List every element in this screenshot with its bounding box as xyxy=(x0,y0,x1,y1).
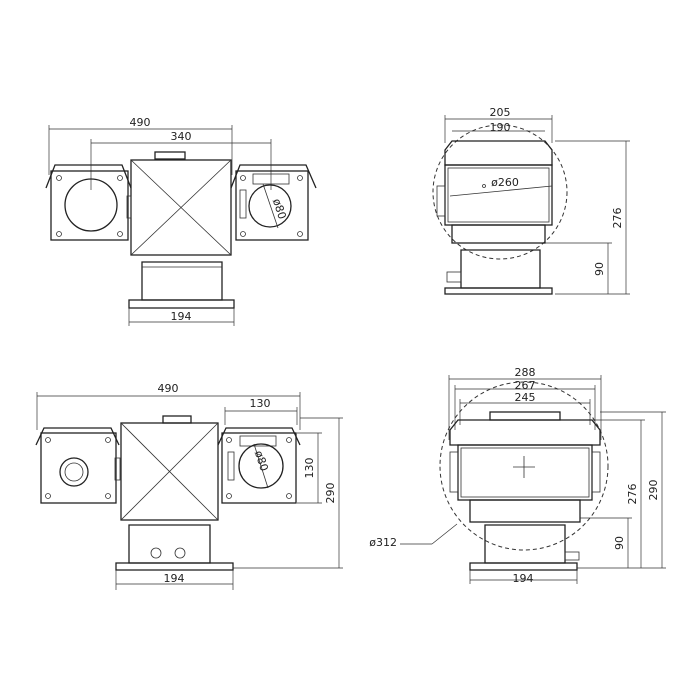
side-base-plate-bottom xyxy=(469,562,578,571)
dim-label-ø80-top: ø80 xyxy=(270,197,289,221)
dim-label-190: 190 xyxy=(490,121,511,134)
pedestal xyxy=(141,261,223,301)
dim-inner-width-190: 190 xyxy=(452,121,545,134)
ir-illuminator xyxy=(59,457,89,487)
dim-height-276-bottom: 276 xyxy=(577,419,666,569)
base-plate-bottom xyxy=(115,562,234,571)
dim-label-290-left: 290 xyxy=(324,483,337,504)
dim-label-90-bottom: 90 xyxy=(613,536,626,550)
view-side-top-right: 205 190 ø260 276 90 xyxy=(432,106,630,295)
dim-label-90-top: 90 xyxy=(593,262,606,276)
dim-base-height-90: 90 xyxy=(545,242,612,294)
leader-ø312: ø312 xyxy=(369,523,458,549)
dim-base-width: 194 xyxy=(128,308,235,326)
dim-top-width-205: 205 xyxy=(444,106,553,143)
dim-label-ø312: ø312 xyxy=(369,536,397,549)
base-plate xyxy=(128,299,235,309)
dim-box-height-130: 130 xyxy=(297,432,322,504)
dim-label-130-top: 130 xyxy=(250,397,271,410)
dim-label-245: 245 xyxy=(515,391,536,404)
dim-total-height-290: 290 xyxy=(233,417,343,569)
left-camera-box-bottom xyxy=(35,427,121,504)
center-housing-bottom xyxy=(120,422,219,521)
dim-base-height-90-bottom: 90 xyxy=(580,517,632,568)
left-lens-window xyxy=(64,178,118,232)
right-camera-box-bottom: ø80 xyxy=(217,427,301,504)
dim-label-205: 205 xyxy=(490,106,511,119)
sweep-circle-ø312 xyxy=(439,381,609,551)
housing-top-cap xyxy=(489,411,561,421)
pedestal-bottom xyxy=(128,524,211,564)
dim-label-194-top: 194 xyxy=(171,310,192,323)
housing-top-bottom xyxy=(449,419,601,446)
dim-height-290-bottom: 290 xyxy=(600,411,666,568)
top-handle xyxy=(154,151,186,160)
housing-top xyxy=(444,140,553,166)
dim-base-width-bottom: 194 xyxy=(115,570,234,590)
dim-total-height-276: 276 xyxy=(555,140,630,295)
view-front-bottom-left: 490 130 xyxy=(35,382,343,590)
dim-label-288: 288 xyxy=(515,366,536,379)
side-pedestal xyxy=(460,249,541,289)
left-camera-box xyxy=(45,164,132,241)
right-lens-window xyxy=(248,184,292,228)
dim-overall-width-bottom: 490 xyxy=(36,382,301,430)
dim-base-width-bottom-right: 194 xyxy=(469,570,578,585)
right-camera-box: ø80 xyxy=(230,164,317,241)
dim-label-276-top: 276 xyxy=(611,208,624,229)
dim-label-ø260: ø260 xyxy=(491,176,519,189)
side-pedestal-bottom xyxy=(484,524,566,564)
dim-box-width-130: 130 xyxy=(224,397,298,425)
dim-middle-width-267: 267 xyxy=(454,379,596,430)
dim-label-194-bottom-left: 194 xyxy=(164,572,185,585)
side-base-plate xyxy=(444,287,553,295)
dim-label-194-bottom-right: 194 xyxy=(513,572,534,585)
dim-label-ø80-bottom: ø80 xyxy=(252,449,271,473)
dim-label-490: 490 xyxy=(130,116,151,129)
view-side-bottom-right: 288 267 245 xyxy=(369,366,666,585)
view-front-top-left: 490 340 ø80 xyxy=(45,116,317,326)
dim-label-490-bottom: 490 xyxy=(158,382,179,395)
housing-sweep-circle xyxy=(432,124,568,260)
dim-label-276-bottom: 276 xyxy=(626,484,639,505)
dim-label-290-right: 290 xyxy=(647,480,660,501)
right-lens-window-bottom xyxy=(238,443,284,489)
dim-overall-width: 490 xyxy=(48,116,233,175)
handle-bottom xyxy=(162,415,192,424)
housing-body-bottom xyxy=(457,444,593,501)
dim-label-340: 340 xyxy=(171,130,192,143)
dim-label-130-side: 130 xyxy=(303,458,316,479)
